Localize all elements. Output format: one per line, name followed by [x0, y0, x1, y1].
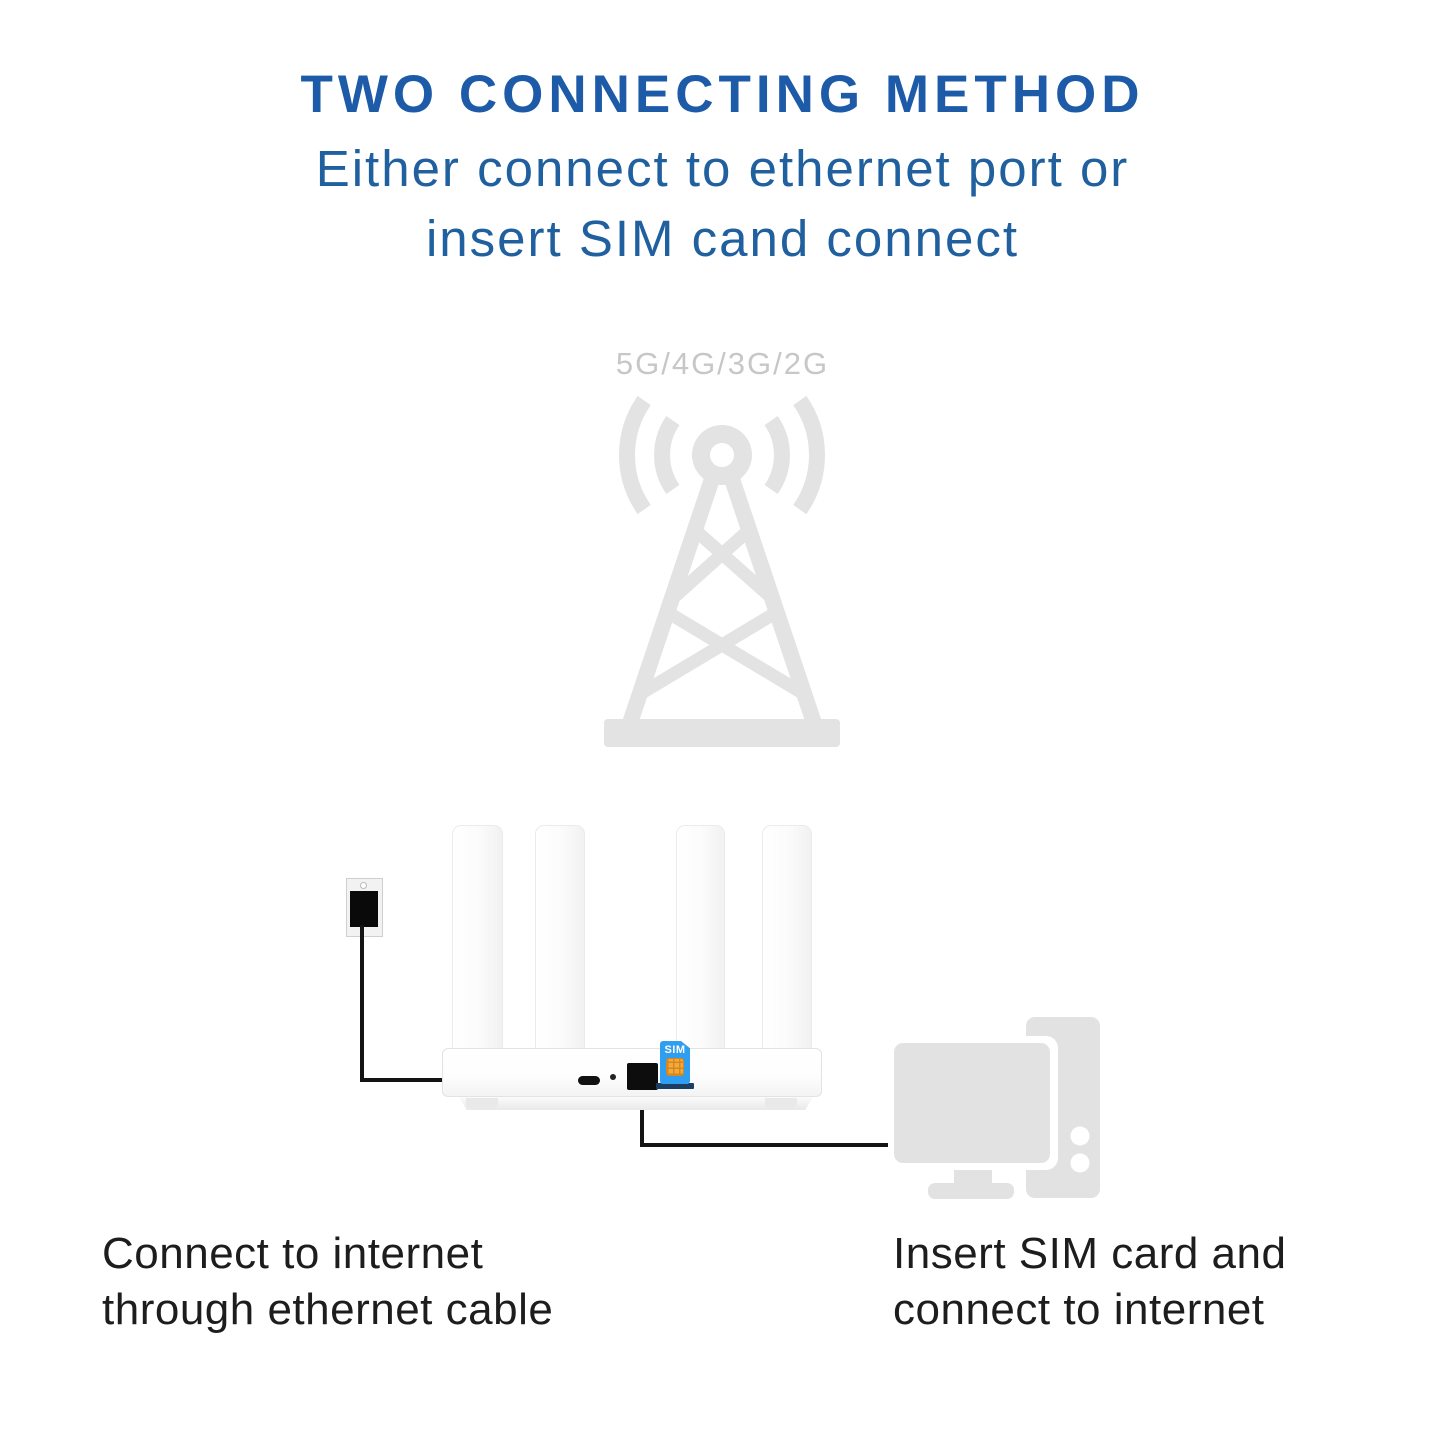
router-antenna-4	[762, 825, 812, 1052]
router-base-skirt	[457, 1094, 815, 1110]
computer-icon	[888, 1017, 1100, 1199]
sim-slot	[656, 1083, 694, 1089]
cell-tower-icon	[604, 395, 840, 747]
subtitle-line-2: insert SIM cand connect	[425, 210, 1020, 267]
ethernet-cable-to-computer-vertical	[640, 1088, 644, 1147]
reset-pinhole	[610, 1074, 616, 1080]
subtitle-line-1: Either connect to ethernet port or	[315, 140, 1130, 197]
wall-socket-screw-hole	[360, 882, 367, 889]
sim-caption-line-1: Insert SIM card and	[893, 1229, 1287, 1278]
page-title: TWO CONNECTING METHOD	[300, 65, 1145, 124]
sim-caption: Insert SIM card and connect to internet	[893, 1226, 1413, 1338]
sim-card-label: SIM	[664, 1044, 686, 1056]
page-subtitle: Either connect to ethernet port or inser…	[0, 134, 1445, 274]
sim-card: SIM	[660, 1041, 690, 1084]
router-foot-left	[466, 1098, 498, 1109]
router-antenna-3	[676, 825, 725, 1052]
ethernet-caption-line-1: Connect to internet	[102, 1229, 484, 1278]
ethernet-port	[627, 1063, 658, 1090]
usb-c-port	[578, 1076, 600, 1085]
router-antenna-1	[452, 825, 503, 1052]
ethernet-caption-line-2: through ethernet cable	[102, 1285, 554, 1334]
sim-chip	[666, 1058, 684, 1076]
sim-caption-line-2: connect to internet	[893, 1285, 1265, 1334]
ethernet-cable-to-computer-horizontal	[640, 1143, 896, 1147]
router-foot-right	[765, 1098, 797, 1109]
router-antenna-2	[535, 825, 585, 1052]
ethernet-cable-from-wall-vertical	[360, 925, 364, 1082]
network-generation-label: 5G/4G/3G/2G	[615, 346, 830, 381]
ethernet-caption: Connect to internet through ethernet cab…	[102, 1226, 702, 1338]
wall-socket-port	[350, 891, 378, 927]
